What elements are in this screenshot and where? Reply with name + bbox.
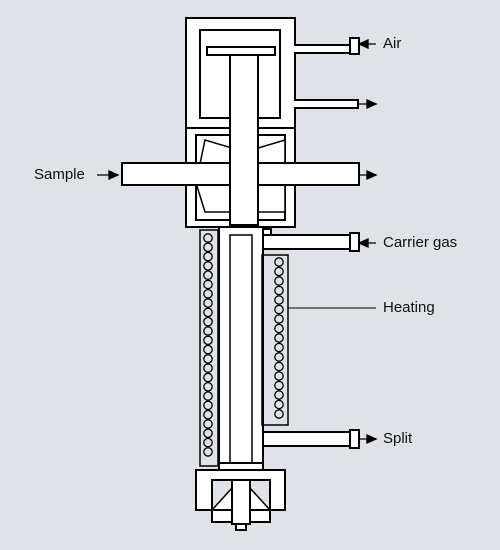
heating-coil-right bbox=[274, 257, 284, 419]
coil-loop bbox=[274, 285, 284, 296]
coil-loop bbox=[203, 447, 213, 457]
coil-loop bbox=[274, 390, 284, 400]
coil-loop bbox=[274, 266, 284, 277]
coil-loop bbox=[274, 371, 284, 381]
coil-loop bbox=[203, 316, 213, 327]
coil-loop bbox=[203, 279, 213, 290]
split-label: Split bbox=[383, 430, 413, 447]
coil-loop bbox=[274, 352, 284, 362]
coil-loop bbox=[203, 288, 213, 299]
sample-outlet-arrow bbox=[359, 169, 378, 181]
coil-loop bbox=[274, 380, 284, 391]
coil-loop bbox=[274, 342, 284, 353]
coil-loop bbox=[274, 276, 284, 286]
coil-loop bbox=[203, 381, 213, 392]
coil-loop bbox=[203, 437, 213, 448]
split-tube bbox=[262, 429, 360, 449]
coil-loop bbox=[274, 257, 284, 267]
coil-loop bbox=[274, 323, 284, 334]
air-label: Air bbox=[383, 35, 402, 52]
coil-loop bbox=[203, 251, 213, 262]
coil-loop bbox=[274, 361, 284, 372]
coil-loop bbox=[203, 242, 213, 253]
carrier-gas-label: Carrier gas bbox=[383, 234, 458, 251]
coil-loop bbox=[203, 326, 213, 336]
heating-label: Heating bbox=[383, 299, 435, 316]
coil-loop bbox=[203, 344, 213, 355]
coil-loop bbox=[203, 400, 213, 411]
coil-loop bbox=[203, 419, 213, 429]
coil-loop bbox=[203, 354, 213, 364]
air-outlet-arrow bbox=[358, 98, 378, 110]
coil-loop bbox=[203, 335, 213, 346]
split-arrow bbox=[359, 433, 378, 445]
coil-loop bbox=[274, 304, 284, 315]
coil-loop bbox=[203, 391, 213, 401]
heating-jacket bbox=[199, 229, 289, 467]
air-arrow bbox=[357, 38, 376, 50]
coil-loop bbox=[203, 298, 213, 308]
coil-loop bbox=[274, 409, 284, 419]
valve-housing bbox=[185, 17, 359, 129]
air-fitting bbox=[349, 37, 360, 55]
heating-coil-left bbox=[203, 233, 213, 457]
carrier-gas-tube bbox=[262, 232, 360, 252]
coil-loop bbox=[203, 363, 213, 374]
coil-loop bbox=[203, 233, 213, 243]
sample-inlet-arrow bbox=[97, 169, 120, 181]
coil-loop bbox=[203, 372, 213, 383]
carrier-gas-arrow bbox=[357, 237, 376, 249]
piston bbox=[206, 46, 276, 226]
coil-loop bbox=[274, 295, 284, 305]
column-fitting bbox=[195, 462, 286, 531]
sample-label: Sample bbox=[34, 166, 85, 183]
coil-loop bbox=[203, 270, 213, 281]
coil-loop bbox=[203, 409, 213, 420]
coil-loop bbox=[274, 314, 284, 324]
coil-loop bbox=[203, 428, 213, 439]
coil-loop bbox=[274, 399, 284, 410]
coil-loop bbox=[203, 261, 213, 271]
coil-loop bbox=[203, 307, 213, 318]
coil-loop bbox=[274, 333, 284, 343]
liner-tube bbox=[218, 226, 272, 464]
